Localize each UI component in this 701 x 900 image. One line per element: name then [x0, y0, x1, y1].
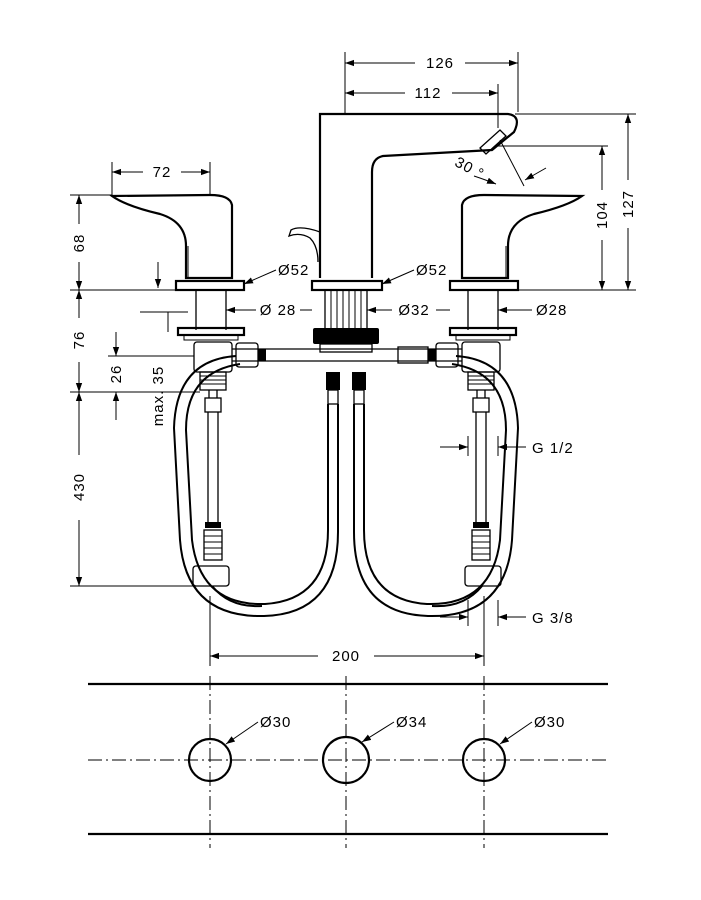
supply-hoses — [172, 355, 520, 618]
dim-104-label: 104 — [594, 201, 611, 229]
dim-hole-right: Ø30 — [499, 714, 565, 745]
dim-200-label: 200 — [332, 648, 360, 665]
dim-max-35-label: max. 35 — [150, 366, 167, 426]
dim-d28-left-label: Ø 28 — [260, 302, 297, 319]
dim-127: 127 — [620, 114, 637, 290]
dim-26: 26 — [108, 332, 125, 420]
dim-126-label: 126 — [426, 55, 454, 72]
dim-200: 200 — [210, 648, 484, 665]
hole-right — [461, 737, 507, 783]
dim-72-label: 72 — [153, 164, 172, 181]
hole-center — [321, 735, 371, 785]
right-valve — [461, 341, 502, 587]
right-handle — [460, 193, 586, 280]
hole-left — [187, 737, 233, 783]
dim-max-35: max. 35 — [140, 311, 188, 426]
dim-g-3-8: G 3/8 — [440, 600, 574, 627]
dim-430: 430 — [71, 392, 88, 586]
left-handle — [108, 193, 234, 280]
dim-d28-right: Ø28 — [498, 302, 567, 319]
dim-d52-right: Ø52 — [381, 262, 447, 285]
dim-d52-left-label: Ø52 — [278, 262, 309, 279]
dim-hole-center: Ø34 — [361, 714, 427, 743]
dim-hole-left-label: Ø30 — [260, 714, 291, 731]
dim-d28-left: Ø 28 — [226, 302, 312, 319]
center-shank — [313, 289, 379, 353]
dim-hole-left: Ø30 — [225, 714, 291, 745]
dim-30-degree: 30 ° — [452, 139, 547, 187]
dim-d52-left: Ø52 — [243, 262, 309, 285]
dim-d32-label: Ø32 — [398, 302, 429, 319]
dim-26-label: 26 — [108, 365, 125, 384]
dim-g-1-2: G 1/2 — [440, 436, 574, 457]
dim-127-label: 127 — [620, 190, 637, 218]
dim-d32: Ø32 — [367, 302, 450, 319]
left-valve — [192, 341, 233, 587]
dim-68: 68 — [71, 195, 162, 290]
cross-pipe — [232, 342, 462, 368]
deck-plan-view — [88, 676, 608, 848]
dim-g-1-2-label: G 1/2 — [532, 440, 574, 457]
dim-hole-center-label: Ø34 — [396, 714, 427, 731]
dim-d28-right-label: Ø28 — [536, 302, 567, 319]
center-hose-connectors — [326, 372, 366, 405]
dim-72: 72 — [112, 164, 210, 181]
dim-76: 76 — [71, 290, 88, 392]
extension-lines — [70, 52, 636, 666]
dim-430-label: 430 — [71, 473, 88, 501]
dim-68-label: 68 — [71, 234, 88, 253]
dim-112: 112 — [345, 85, 498, 102]
spout-body — [287, 112, 519, 278]
dim-hole-right-label: Ø30 — [534, 714, 565, 731]
dim-104: 104 — [594, 146, 611, 290]
dim-126: 126 — [345, 55, 518, 72]
dim-76-label: 76 — [71, 331, 88, 350]
dim-g-3-8-label: G 3/8 — [532, 610, 574, 627]
dim-d52-right-label: Ø52 — [416, 262, 447, 279]
dim-112-label: 112 — [415, 85, 442, 102]
